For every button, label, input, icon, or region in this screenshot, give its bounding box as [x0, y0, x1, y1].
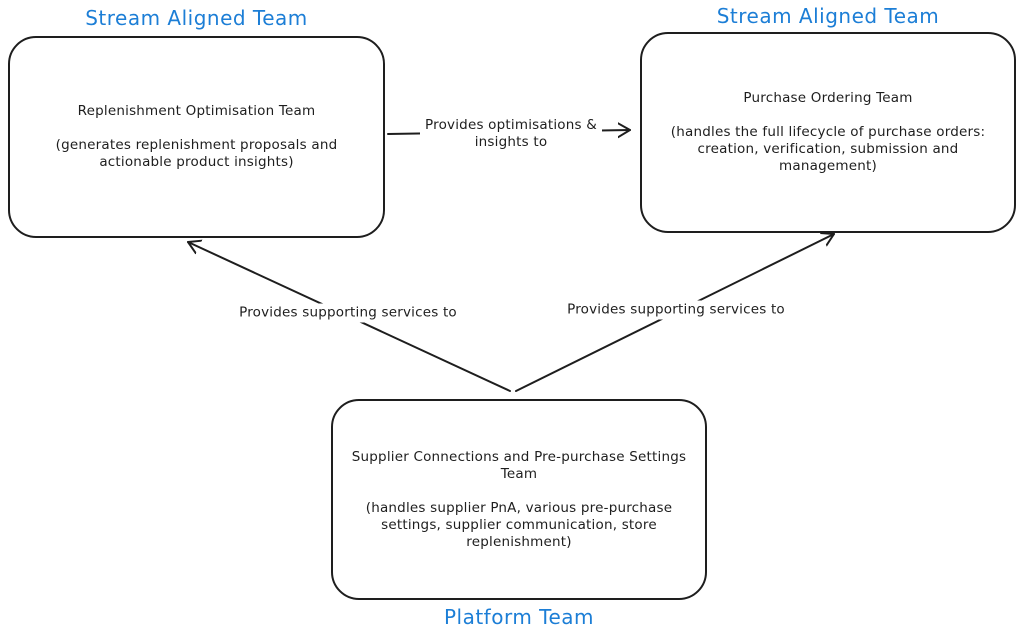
team-type-label-platform: Platform Team	[443, 605, 595, 629]
team-box-supplier-connections: Supplier Connections and Pre-purchase Se…	[331, 399, 707, 600]
team-name: Purchase Ordering Team	[743, 90, 913, 106]
team-description: (handles supplier PnA, various pre-purch…	[365, 499, 673, 550]
team-type-label-stream-aligned-left: Stream Aligned Team	[85, 6, 308, 30]
arrow-label-optimisations-insights: Provides optimisations & insights to	[420, 116, 602, 152]
team-description: (generates replenishment proposals and a…	[55, 137, 338, 170]
arrow-label-supporting-services-left: Provides supporting services to	[234, 303, 462, 323]
team-description: (handles the full lifecycle of purchase …	[670, 124, 986, 174]
team-box-purchase-ordering: Purchase Ordering Team (handles the full…	[640, 32, 1016, 233]
team-type-label-stream-aligned-right: Stream Aligned Team	[716, 4, 940, 28]
team-box-replenishment-optimisation: Replenishment Optimisation Team (generat…	[8, 36, 385, 238]
team-name: Supplier Connections and Pre-purchase Se…	[351, 448, 687, 482]
arrow-label-supporting-services-right: Provides supporting services to	[562, 300, 790, 320]
team-name: Replenishment Optimisation Team	[77, 103, 316, 119]
